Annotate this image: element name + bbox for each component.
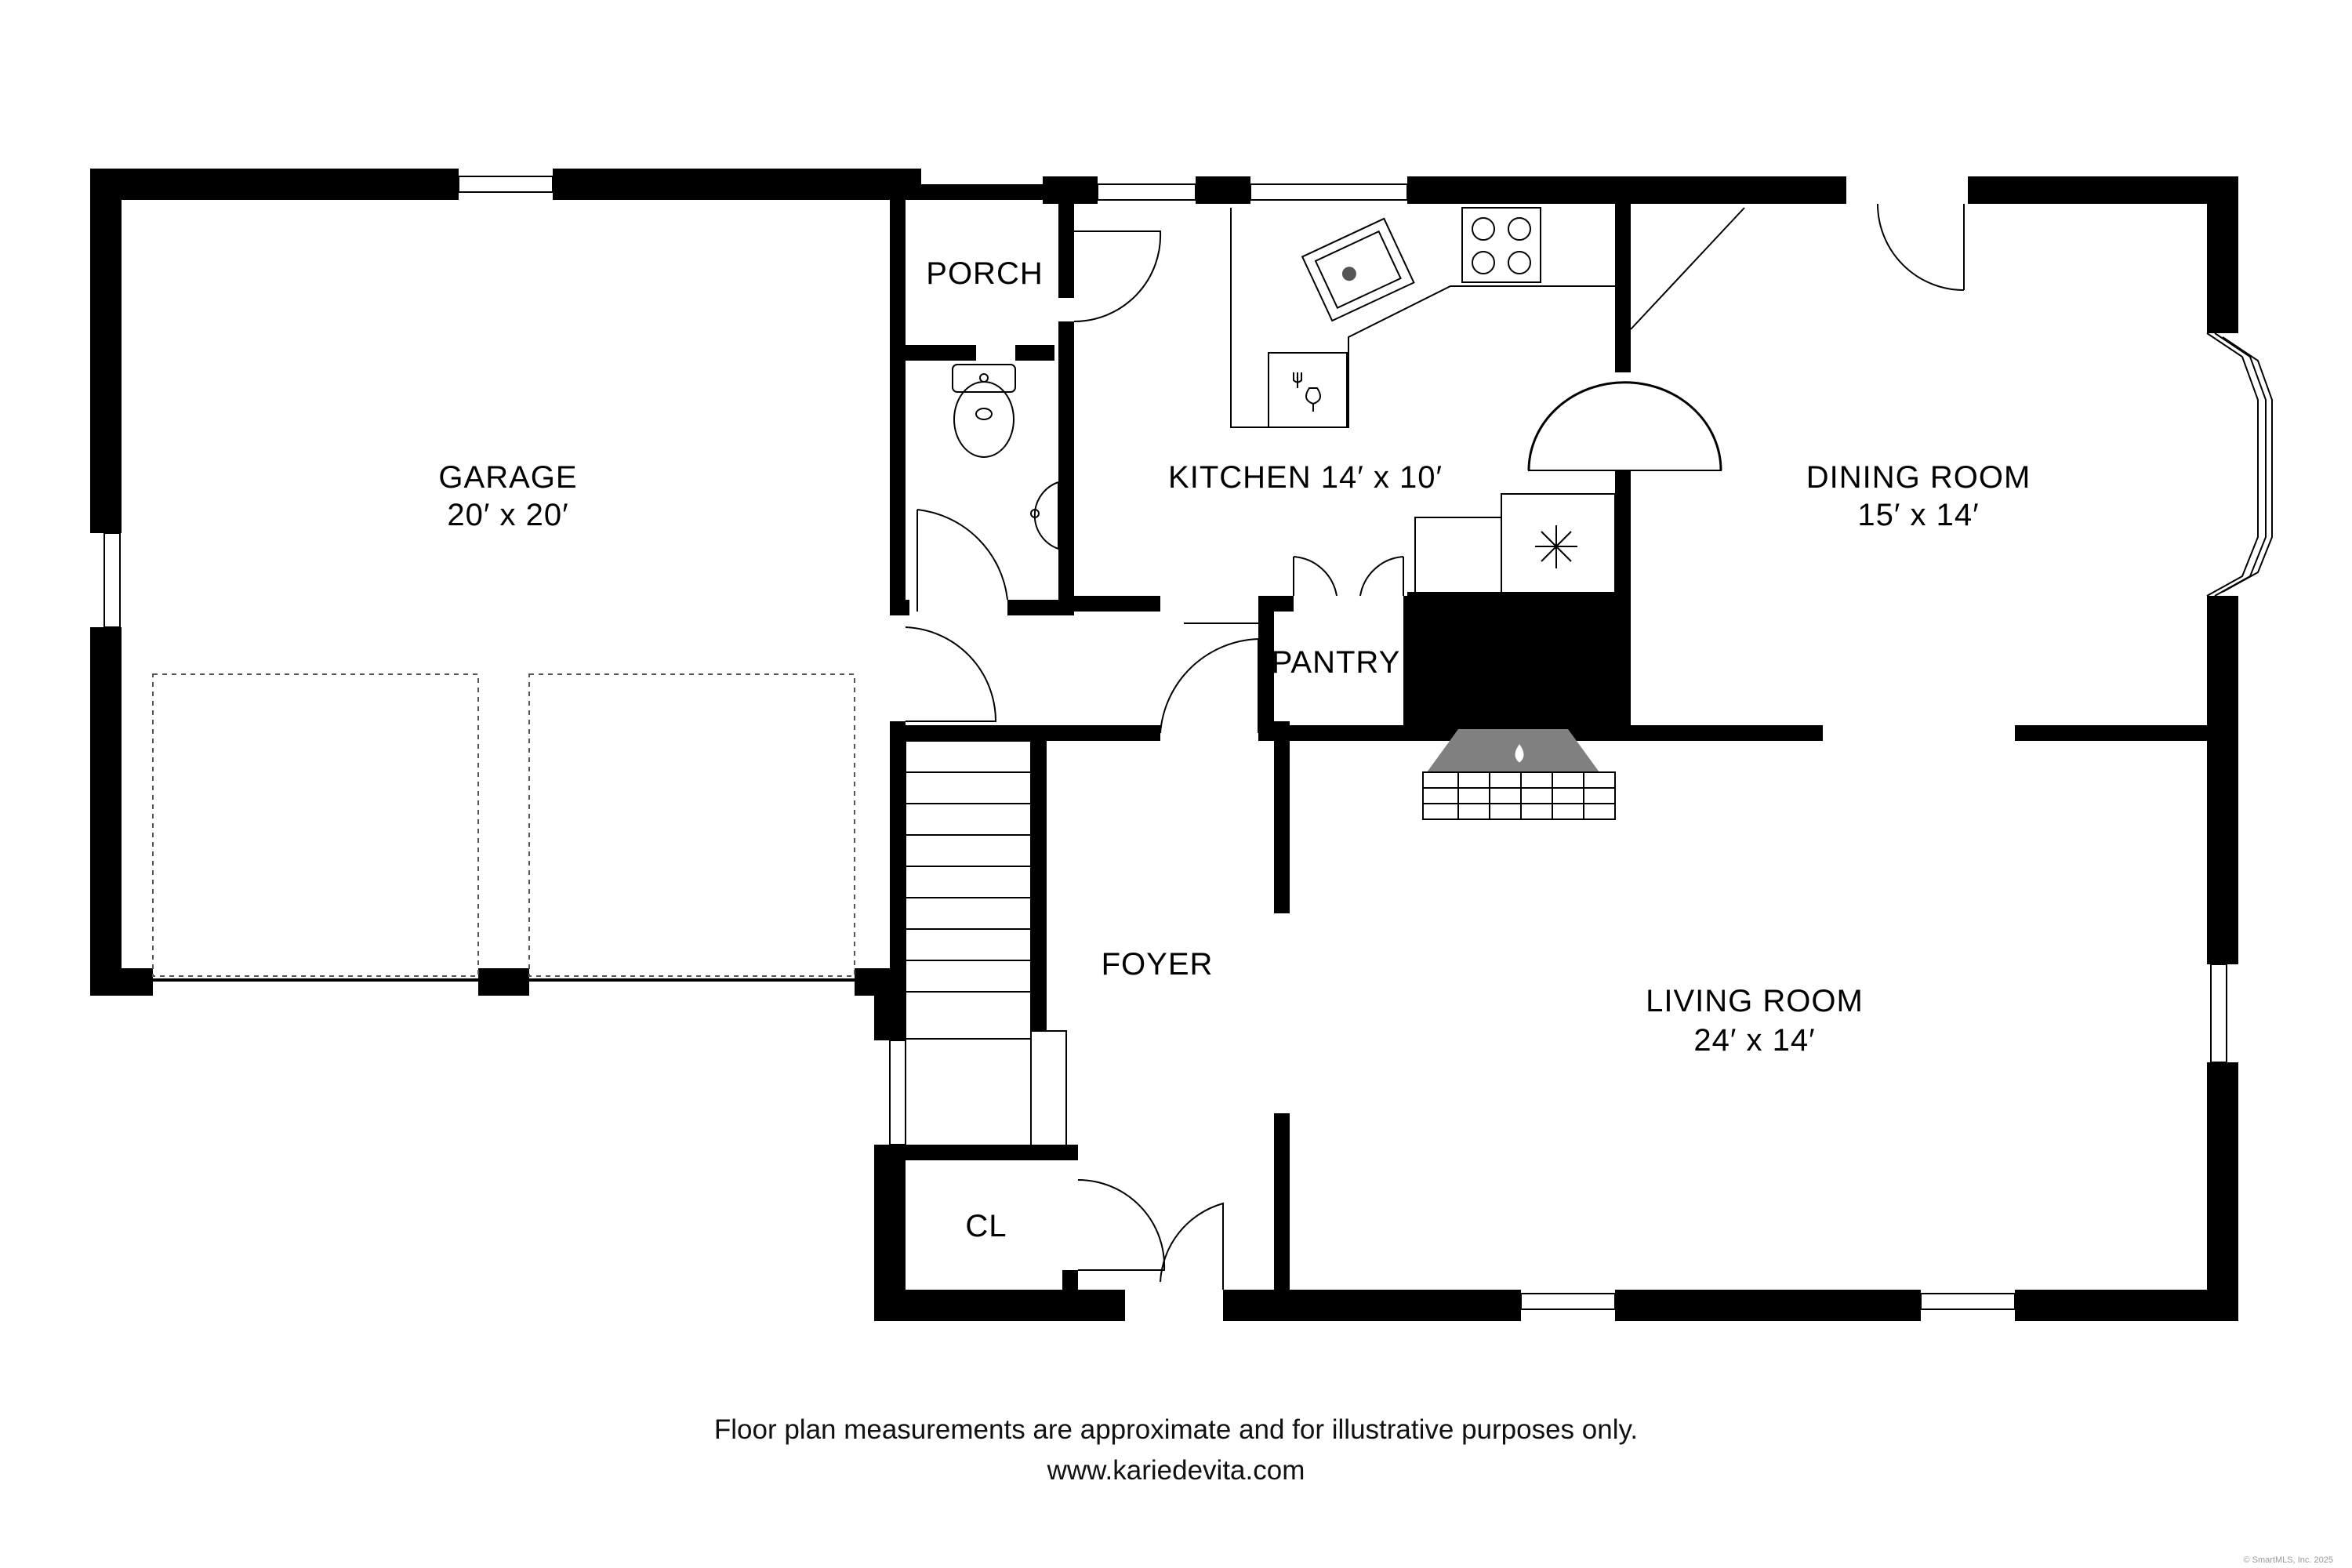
refrigerator-icon — [1414, 493, 1616, 597]
disclaimer: Floor plan measurements are approximate … — [713, 1414, 1639, 1445]
dining-size: 15′ x 14′ — [1857, 498, 1979, 532]
room-labels: GARAGE 20′ x 20′ PORCH KITCHEN 14′ x 10′… — [438, 256, 2031, 1243]
copyright-notice: © SmartMLS, Inc. 2025 — [2243, 1555, 2334, 1565]
garage-size: 20′ x 20′ — [447, 498, 568, 532]
doors — [905, 203, 1965, 1290]
stove-icon — [1461, 207, 1541, 283]
kitchen-fixtures — [1230, 207, 1722, 597]
fireplace-hearth — [1427, 729, 1599, 772]
stairs — [905, 740, 1067, 1153]
windows — [103, 176, 2273, 1310]
website-link[interactable]: www.kariedevita.com — [1047, 1455, 1305, 1486]
porch-label: PORCH — [926, 256, 1043, 291]
garage-label: GARAGE — [438, 460, 577, 495]
dining-label: DINING ROOM — [1806, 460, 2031, 495]
kitchen-label: KITCHEN 14′ x 10′ — [1168, 460, 1443, 495]
garage-bays — [152, 673, 874, 982]
toilet-icon — [952, 364, 1016, 458]
living-size: 24′ x 14′ — [1693, 1023, 1815, 1058]
dishwasher-icon — [1268, 352, 1348, 428]
fireplace — [1407, 592, 1631, 820]
bathroom-sink-icon — [1030, 481, 1059, 550]
bathroom-fixtures — [952, 364, 1059, 550]
foyer-label: FOYER — [1102, 947, 1214, 982]
fireplace-icon — [1515, 744, 1524, 763]
sink-icon — [1301, 217, 1415, 322]
walls — [90, 169, 2238, 1321]
living-label: LIVING ROOM — [1646, 984, 1864, 1018]
pantry-label: PANTRY — [1272, 645, 1401, 680]
closet-label: CL — [965, 1209, 1007, 1243]
